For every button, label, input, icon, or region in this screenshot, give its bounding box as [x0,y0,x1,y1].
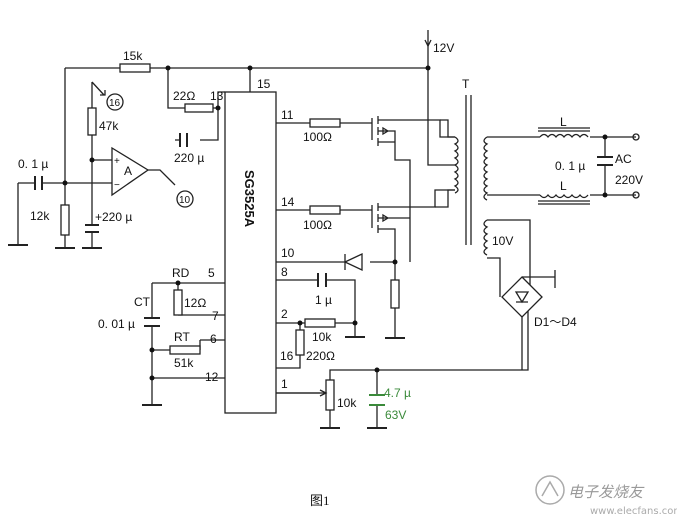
label-51k: 51k [174,356,194,370]
ref-16-circle [106,93,124,111]
ref-10-circle [176,190,194,208]
resistor-22ohm [184,103,214,113]
label-rd: RD [172,266,190,280]
pin-13: 13 [210,89,224,103]
resistors [60,63,400,411]
pin-2: 2 [281,307,288,321]
label-15k: 15k [123,49,143,63]
opamp [111,146,150,197]
resistor-47k [87,107,97,136]
label-12k: 12k [30,209,50,223]
label-220u-b: +220 µ [95,210,132,224]
pin-16: 16 [280,349,294,363]
label-220u: 220 µ [174,151,204,165]
label-pot: 10k [337,396,357,410]
resistor-12k [60,204,70,236]
label-d1-d4: D1～D4 [534,315,577,329]
pin-14: 14 [281,195,295,209]
capacitors [34,133,613,406]
pin-5: 5 [208,266,215,280]
ic-sg3525a [224,91,277,414]
label-ac: AC [615,152,632,166]
label-22ohm: 22Ω [173,89,195,103]
resistor-drain [390,279,400,309]
pin-15: 15 [257,77,271,91]
label-l2: L [560,179,567,193]
bridge-rectifier [501,276,543,318]
label-10k: 10k [312,330,332,344]
pin-6: 6 [210,332,217,346]
figure-caption: 图1 [310,493,330,508]
resistor-100a [309,118,341,128]
label-rt: RT [174,330,190,344]
resistor-15k [119,63,151,73]
potentiometer [325,379,335,411]
label-ct: CT [134,295,151,309]
label-220v: 220V [615,173,643,187]
label-0.01u: 0. 01 µ [98,317,135,331]
pin-8: 8 [281,265,288,279]
junctions [62,65,640,381]
pin-7: 7 [212,309,219,323]
watermark-url: www.elecfans.com [590,506,677,517]
label-0.1u: 0. 1 µ [18,157,48,171]
watermark-logo-icon [535,475,565,505]
label-12v: 12V [433,41,454,55]
ref-16: 16 [109,98,121,109]
label-t: T [462,77,470,91]
resistor-220 [295,329,305,356]
label-10v: 10V [492,234,513,248]
watermark-brand: 电子发烧友 [568,483,645,501]
labels: 12V 15k 22Ω 13 15 220 µ 16 47k 0. 1 µ A … [18,41,643,508]
pin-1: 1 [281,377,288,391]
label-63v: 63V [385,408,406,422]
label-12ohm: 12Ω [184,296,206,310]
label-opamp: A [124,164,132,178]
watermark: 电子发烧友 www.elecfans.com [535,475,677,517]
grounds [8,244,405,429]
svg-text:−: − [114,180,120,191]
label-100b: 100Ω [303,218,332,232]
resistor-100b [309,205,341,215]
label-l1: L [560,115,567,129]
label-220ohm: 220Ω [306,349,335,363]
label-47k: 47k [99,119,119,133]
svg-text:+: + [114,156,120,167]
pin-10: 10 [281,246,295,260]
transformer [435,95,590,318]
label-1u: 1 µ [315,293,332,307]
diode [343,252,363,272]
pin-12: 12 [205,370,219,384]
ref-10: 10 [179,195,191,206]
resistor-rt [169,345,201,355]
resistor-10k [304,318,336,328]
resistor-rd [173,289,183,316]
pin-11: 11 [281,108,294,122]
label-100a: 100Ω [303,130,332,144]
ic-label: SG3525A [242,170,257,228]
label-4.7u: 4.7 µ [384,386,411,400]
label-0.1u-out: 0. 1 µ [555,159,585,173]
